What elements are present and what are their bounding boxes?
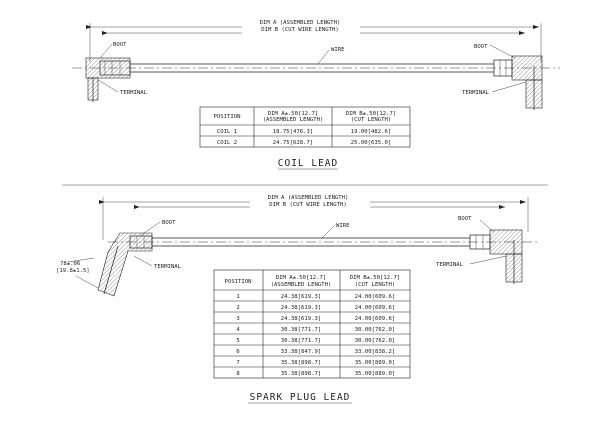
spark-cell-dim-a: 35.38[898.7]	[281, 360, 321, 366]
coil-header-dim-b-1: DIM B±.50[12.7]	[346, 111, 397, 117]
spark-header-position: POSITION	[225, 279, 252, 285]
coil-cell-position: COIL 2	[217, 140, 237, 146]
spark-cell-position: 4	[236, 327, 240, 333]
dim-b-label: DIM B (CUT WIRE LENGTH)	[261, 27, 338, 33]
spark-angle-dim-leader	[67, 257, 95, 263]
spark-boot-leader-right	[479, 219, 495, 233]
coil-header-dim-a-2: (ASSEMBLED LENGTH)	[263, 117, 324, 123]
spark-cell-position: 8	[236, 371, 240, 377]
spark-angle-dim-leader-2	[75, 275, 99, 289]
spark-cell-position: 6	[236, 349, 239, 355]
coil-wire-leader	[317, 49, 330, 65]
coil-boot-label-right: BOOT	[474, 44, 488, 50]
coil-cell-dim-b: 25.00[635.0]	[351, 140, 391, 146]
spark-wire-leader	[321, 225, 335, 239]
spark-cell-dim-a: 24.38[619.3]	[281, 294, 321, 300]
coil-terminal-leader-right	[491, 81, 527, 93]
coil-right-connector	[493, 55, 543, 110]
coil-lead-section: DIM A (ASSEMBLED LENGTH) DIM B (CUT WIRE…	[72, 18, 560, 170]
spark-cell-dim-b: 24.00[609.6]	[355, 305, 395, 311]
spark-cell-dim-a: 30.38[771.7]	[281, 338, 321, 344]
spark-cell-dim-b: 30.00[762.0]	[355, 327, 395, 333]
coil-left-connector	[85, 57, 131, 102]
spark-cell-dim-b: 24.00[609.6]	[355, 316, 395, 322]
spark-wire-label: WIRE	[336, 223, 350, 229]
coil-boot-label-left: BOOT	[113, 42, 127, 48]
spark-right-connector	[469, 229, 523, 284]
coil-cell-dim-a: 18.75[476.3]	[273, 129, 313, 135]
coil-boot-leader-left	[99, 43, 113, 59]
spark-header-dim-b-2: (CUT LENGTH)	[355, 282, 395, 288]
coil-table: POSITION DIM A±.50[12.7] (ASSEMBLED LENG…	[199, 106, 411, 148]
coil-cell-dim-a: 24.75[628.7]	[273, 140, 313, 146]
spark-cell-position: 7	[236, 360, 239, 366]
spark-terminal-leader-right	[469, 255, 507, 265]
spark-plug-lead-section: DIM A (ASSEMBLED LENGTH) DIM B (CUT WIRE…	[56, 193, 540, 404]
spark-terminal-label-left: TERMINAL	[154, 264, 182, 270]
coil-terminal-label-right: TERMINAL	[462, 90, 490, 96]
coil-wire-label: WIRE	[331, 47, 345, 53]
spark-terminal-leader-left	[133, 255, 153, 267]
coil-cell-position: COIL 1	[217, 129, 237, 135]
spark-boot-label-left: BOOT	[162, 220, 176, 226]
spark-cell-dim-b: 35.00[889.0]	[355, 360, 395, 366]
spark-table: POSITION DIM A±.50[12.7] (ASSEMBLED LENG…	[213, 269, 411, 379]
spark-header-dim-a-2: (ASSEMBLED LENGTH)	[271, 282, 332, 288]
spark-header-dim-b-1: DIM B±.50[12.7]	[350, 275, 401, 281]
spark-cell-dim-b: 33.00[838.2]	[355, 349, 395, 355]
spark-cell-position: 2	[236, 305, 239, 311]
spark-boot-label-right: BOOT	[458, 216, 472, 222]
spark-cell-dim-b: 30.00[762.0]	[355, 338, 395, 344]
spark-cell-dim-b: 24.00[609.6]	[355, 294, 395, 300]
coil-boot-leader-right	[489, 44, 516, 59]
spark-cell-dim-a: 35.38[898.7]	[281, 371, 321, 377]
spark-angle-dim-2: [19.8±1.5]	[56, 268, 90, 274]
coil-terminal-label-left: TERMINAL	[120, 90, 148, 96]
spark-cell-position: 5	[236, 338, 239, 344]
spark-dim-b-label: DIM B (CUT WIRE LENGTH)	[269, 202, 346, 208]
coil-cell-dim-b: 19.00[482.6]	[351, 129, 391, 135]
spark-cell-dim-a: 24.38[619.3]	[281, 316, 321, 322]
spark-cell-dim-a: 33.38[847.9]	[281, 349, 321, 355]
spark-cell-dim-a: 24.38[619.3]	[281, 305, 321, 311]
coil-terminal-leader-left	[97, 79, 119, 93]
spark-terminal-label-right: TERMINAL	[436, 262, 464, 268]
dim-a-label: DIM A (ASSEMBLED LENGTH)	[260, 20, 341, 26]
coil-header-dim-b-2: (CUT LENGTH)	[351, 117, 391, 123]
spark-dim-a-label: DIM A (ASSEMBLED LENGTH)	[268, 195, 349, 201]
spark-boot-leader-left	[139, 221, 161, 237]
spark-cell-position: 1	[236, 294, 239, 300]
spark-cell-dim-b: 35.00[889.0]	[355, 371, 395, 377]
spark-angle-dim-1: 78±.06	[60, 261, 80, 267]
spark-plug-lead-title: SPARK PLUG LEAD	[250, 392, 351, 403]
spark-cell-dim-a: 30.38[771.7]	[281, 327, 321, 333]
spark-left-connector	[97, 232, 153, 297]
spark-header-dim-a-1: DIM A±.50[12.7]	[276, 275, 327, 281]
coil-header-position: POSITION	[214, 114, 241, 120]
coil-lead-title: COIL LEAD	[278, 158, 338, 169]
spark-cell-position: 3	[236, 316, 239, 322]
coil-header-dim-a-1: DIM A±.50[12.7]	[268, 111, 319, 117]
